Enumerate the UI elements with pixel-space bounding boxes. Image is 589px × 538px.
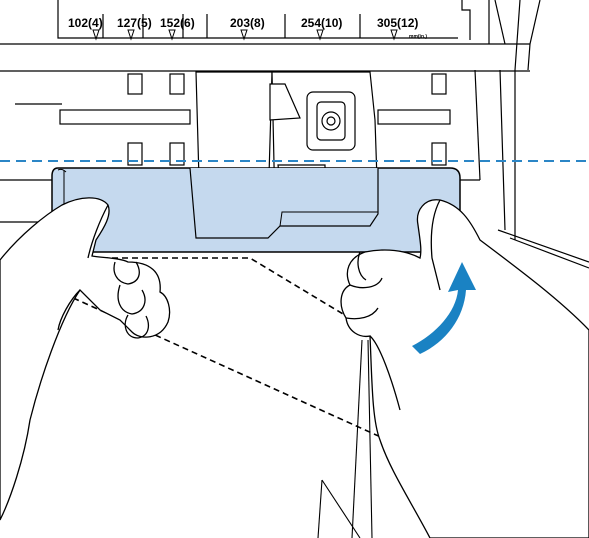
scale-mark-5: 254(10) (301, 16, 342, 30)
scale-unit: mm(in.) (409, 34, 427, 40)
scale-mark-6: 305(12) (377, 16, 418, 30)
right-hand (341, 200, 589, 538)
scale-mark-4: 203(8) (230, 16, 265, 30)
scale-mark-2: 127(5) (117, 16, 152, 30)
sheet-edge-lines (318, 340, 372, 538)
scale-mark-3: 152(6) (160, 16, 195, 30)
ruler-marks: 102(4) 127(5) 152(6) 203(8) 254(10) 305(… (68, 16, 427, 40)
scale-mark-1: 102(4) (68, 16, 103, 30)
paper-sheet (52, 168, 460, 252)
